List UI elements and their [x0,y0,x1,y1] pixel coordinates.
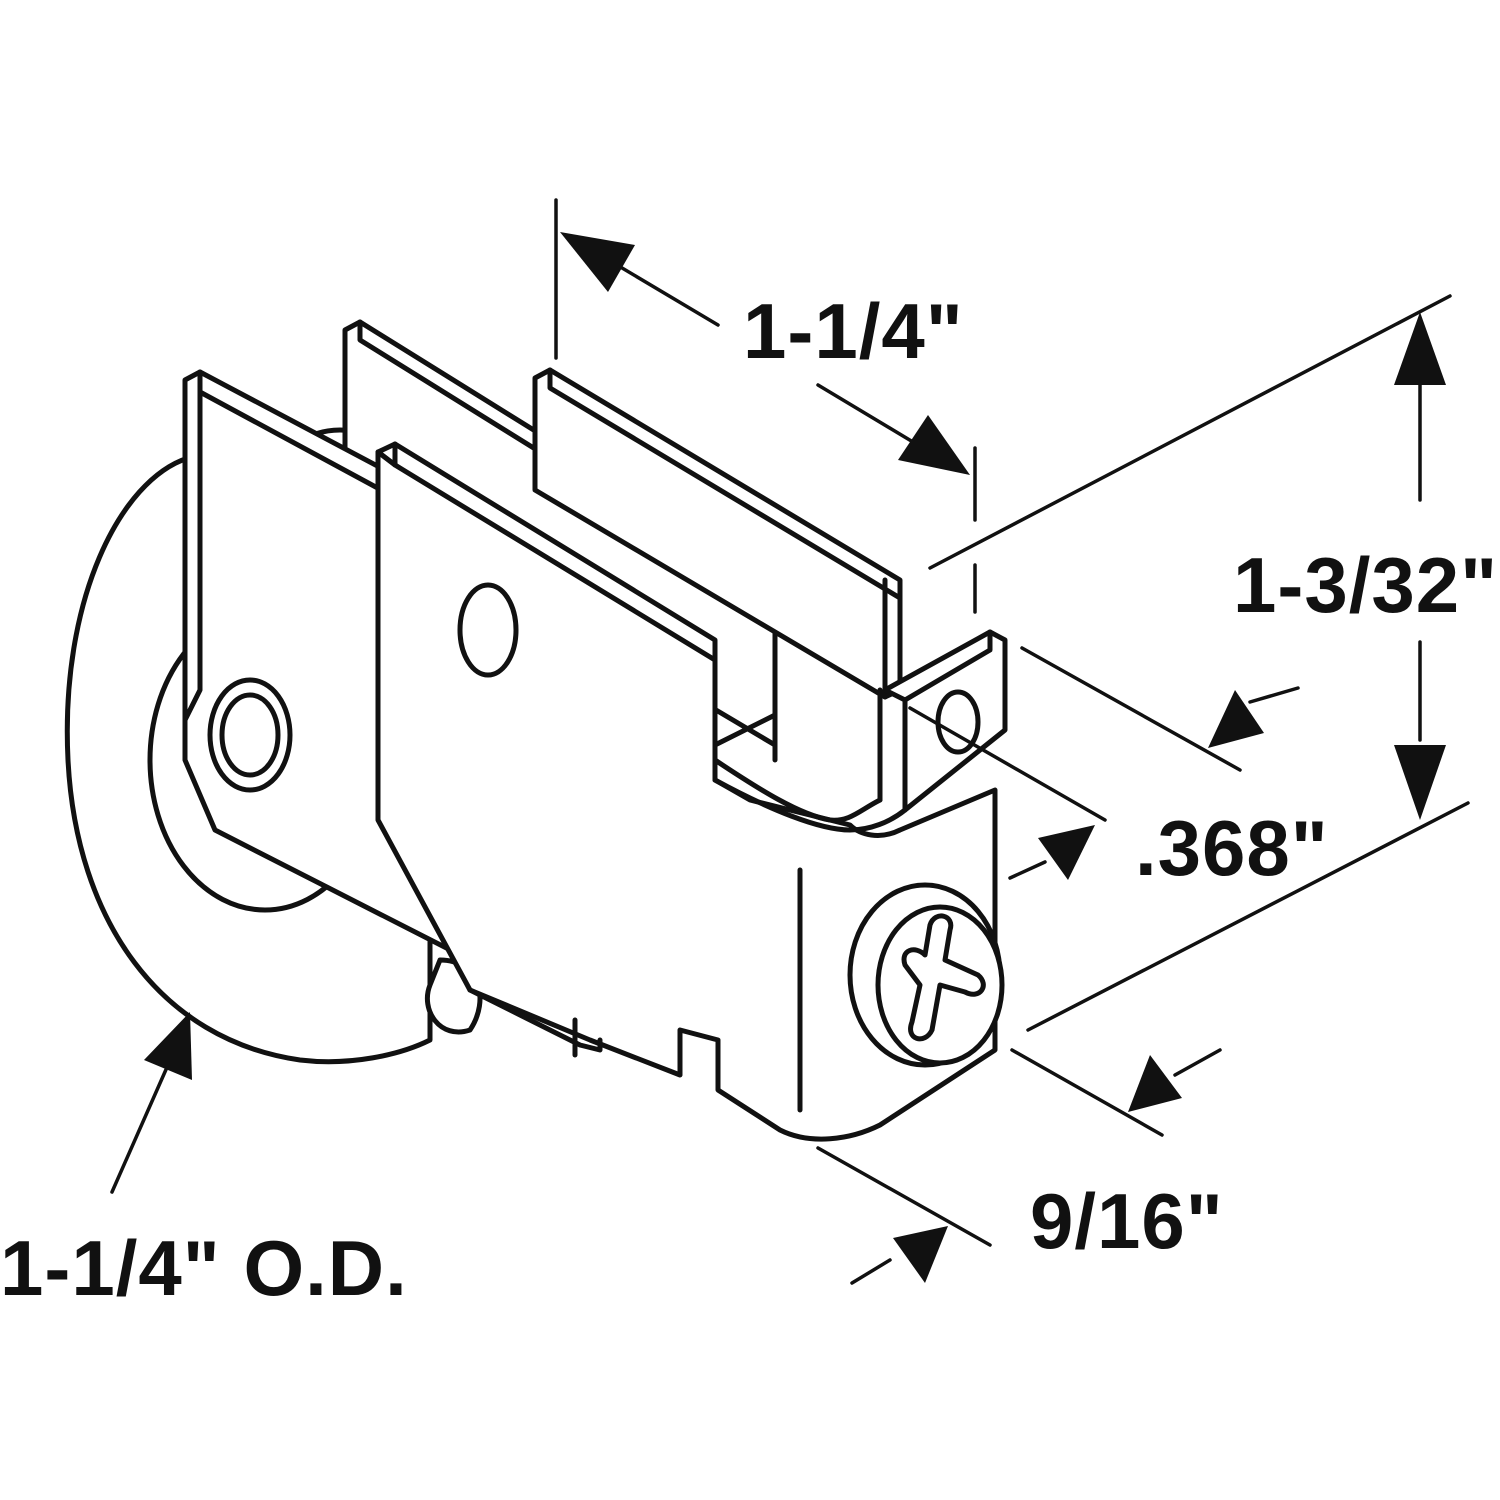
label-wheel-od: 1-1/4" O.D. [0,1224,408,1312]
label-base-width: 9/16" [1030,1177,1224,1265]
label-top-width: 1-1/4" [743,287,964,375]
front-plate [375,441,998,1142]
arrowhead-icon [1038,825,1095,880]
right-tab [882,629,1008,813]
label-height: 1-3/32" [1233,541,1498,629]
arrowhead-icon [144,1012,192,1080]
arrowhead-icon [1128,1055,1182,1112]
dimension-wheel-od: 1-1/4" O.D. [0,1012,408,1312]
dimension-top-width: 1-1/4" [554,198,977,614]
arrowhead-icon [898,415,970,475]
dimension-slot-depth: .368" [908,646,1329,892]
dimension-base-width: 9/16" [816,1048,1224,1285]
u-channel [712,687,908,833]
dimension-height: 1-3/32" [928,294,1498,1032]
arrowhead-icon [1394,312,1446,385]
arrowhead-icon [560,232,635,292]
arrowhead-icon [1394,745,1446,820]
arrowhead-icon [1208,690,1264,748]
arrowhead-icon [893,1226,948,1283]
label-slot-depth: .368" [1135,804,1329,892]
adjustment-screw [847,882,1005,1068]
